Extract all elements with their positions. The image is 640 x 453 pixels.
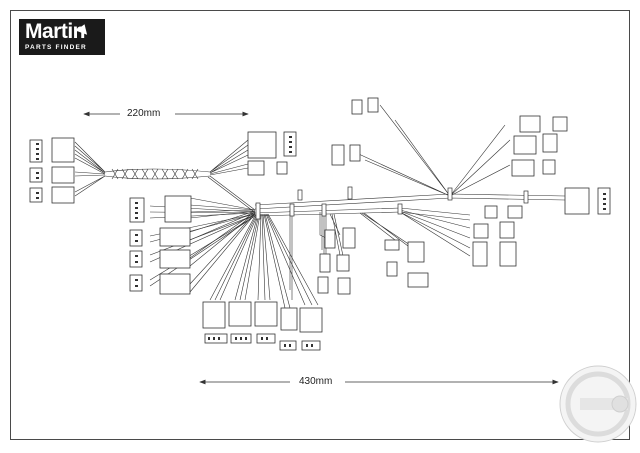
left-hub-fan bbox=[149, 197, 319, 309]
connector-c-10 bbox=[407, 272, 429, 288]
connector-uc-3 bbox=[331, 144, 345, 166]
connector-lm-3 bbox=[129, 229, 143, 247]
connector-c-2 bbox=[342, 227, 356, 249]
connector-tm-4 bbox=[276, 161, 288, 175]
connector-b-2 bbox=[228, 301, 252, 327]
connector-lm-5 bbox=[129, 250, 143, 268]
connector-tl-1 bbox=[29, 139, 43, 163]
drawing-frame bbox=[10, 10, 630, 440]
connector-c-3 bbox=[319, 253, 331, 273]
connector-uc-4 bbox=[349, 144, 361, 162]
dimension-label-bottom: 430mm bbox=[296, 376, 336, 388]
connector-r-9 bbox=[484, 205, 498, 219]
logo-tagline: PARTS FINDER bbox=[25, 44, 87, 51]
martin-logo: Martin PARTS FINDER bbox=[19, 19, 105, 55]
connector-tl-6 bbox=[51, 186, 75, 204]
connector-r-13 bbox=[472, 241, 488, 267]
connector-pins bbox=[36, 136, 606, 347]
connector-uc-1 bbox=[351, 99, 363, 115]
connector-c-9 bbox=[386, 261, 398, 277]
connector-b-6 bbox=[204, 333, 228, 344]
connector-c-6 bbox=[337, 277, 351, 295]
connector-lm-6 bbox=[159, 249, 191, 269]
connector-r-6 bbox=[542, 159, 556, 175]
connector-b-9 bbox=[279, 340, 297, 351]
connector-r-5 bbox=[511, 159, 535, 177]
connector-r-7 bbox=[564, 187, 590, 215]
connector-lm-2 bbox=[164, 195, 192, 223]
connector-r-8 bbox=[597, 187, 611, 215]
connector-lm-7 bbox=[129, 274, 143, 292]
connector-tl-2 bbox=[51, 137, 75, 163]
left-twisted-bundle bbox=[74, 139, 256, 212]
connector-tm-2 bbox=[283, 131, 297, 157]
logo-brand-name: Martin bbox=[25, 20, 86, 43]
connector-tm-1 bbox=[247, 131, 277, 159]
connector-c-1 bbox=[324, 229, 336, 249]
connector-lm-1 bbox=[129, 197, 145, 223]
connector-r-1 bbox=[519, 115, 541, 133]
connector-r-2 bbox=[552, 116, 568, 132]
connector-uc-2 bbox=[367, 97, 379, 113]
connector-tl-3 bbox=[29, 167, 43, 183]
connector-r-10 bbox=[507, 205, 523, 219]
dimension-label-top: 220mm bbox=[124, 108, 164, 120]
main-trunk bbox=[254, 104, 566, 300]
connector-r-4 bbox=[542, 133, 558, 153]
connector-r-12 bbox=[499, 221, 515, 239]
connector-b-5 bbox=[299, 307, 323, 333]
connector-b-4 bbox=[280, 307, 298, 331]
connector-r-3 bbox=[513, 135, 537, 155]
connector-c-5 bbox=[317, 276, 329, 294]
connector-r-14 bbox=[499, 241, 517, 267]
connector-tl-5 bbox=[29, 187, 43, 203]
connector-c-8 bbox=[407, 241, 425, 263]
connector-tl-4 bbox=[51, 166, 75, 184]
connector-lm-4 bbox=[159, 227, 191, 247]
connector-c-7 bbox=[384, 239, 400, 251]
cable-clips bbox=[255, 186, 529, 220]
connector-lm-8 bbox=[159, 273, 191, 295]
connector-c-4 bbox=[336, 254, 350, 272]
reel-logo-icon bbox=[559, 365, 637, 443]
connector-tm-3 bbox=[247, 160, 265, 176]
connector-b-3 bbox=[254, 301, 278, 327]
connector-r-11 bbox=[473, 223, 489, 239]
connector-b-1 bbox=[202, 301, 226, 329]
